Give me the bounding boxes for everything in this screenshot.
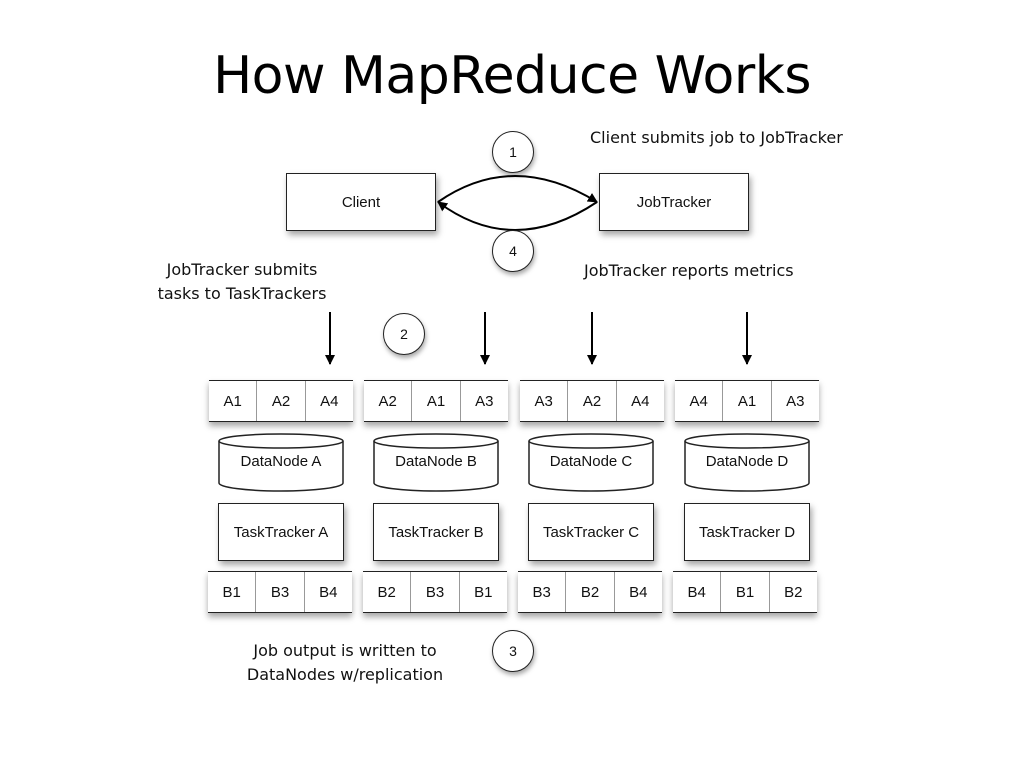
input-blocks-c: A3 A2 A4 bbox=[520, 380, 664, 422]
jobtracker-label: JobTracker bbox=[636, 193, 712, 211]
tasktracker-label: TaskTracker C bbox=[542, 523, 640, 541]
tasktracker-label: TaskTracker A bbox=[233, 523, 329, 541]
database-icon bbox=[373, 433, 499, 492]
input-block: A3 bbox=[520, 381, 569, 421]
input-blocks-a: A1 A2 A4 bbox=[209, 380, 353, 422]
step-1-badge: 1 bbox=[492, 131, 534, 173]
client-label: Client bbox=[341, 193, 381, 211]
input-blocks-d: A4 A1 A3 bbox=[675, 380, 819, 422]
input-block: A4 bbox=[631, 392, 650, 410]
step-3-label: 3 bbox=[509, 643, 517, 659]
report-metrics-arrow bbox=[437, 201, 598, 231]
datanode-label: DataNode C bbox=[549, 453, 633, 470]
output-blocks-c: B3 B2 B4 bbox=[518, 571, 662, 613]
output-block: B3 bbox=[256, 572, 305, 612]
output-block: B2 bbox=[363, 572, 412, 612]
input-block: A2 bbox=[568, 381, 617, 421]
step2-caption-line2: tasks to TaskTrackers bbox=[157, 284, 327, 303]
client-node: Client bbox=[286, 173, 436, 231]
output-blocks-a: B1 B3 B4 bbox=[208, 571, 352, 613]
datanode-b: DataNode B bbox=[373, 433, 499, 493]
database-icon bbox=[684, 433, 810, 492]
output-block: B4 bbox=[673, 572, 722, 612]
tasktracker-a: TaskTracker A bbox=[218, 503, 344, 561]
datanode-a: DataNode A bbox=[218, 433, 344, 493]
output-block: B3 bbox=[411, 572, 460, 612]
tasktracker-label: TaskTracker B bbox=[388, 523, 484, 541]
output-block: B3 bbox=[518, 572, 567, 612]
tasktracker-d: TaskTracker D bbox=[684, 503, 810, 561]
step-2-label: 2 bbox=[400, 326, 408, 342]
output-block: B2 bbox=[566, 572, 615, 612]
tasktracker-c: TaskTracker C bbox=[528, 503, 654, 561]
database-icon bbox=[528, 433, 654, 492]
input-block: A2 bbox=[257, 381, 306, 421]
output-block: B1 bbox=[474, 583, 493, 601]
input-block: A3 bbox=[475, 392, 494, 410]
output-block: B2 bbox=[784, 583, 803, 601]
datanode-label: DataNode A bbox=[240, 453, 322, 470]
input-block: A3 bbox=[786, 392, 805, 410]
output-blocks-b: B2 B3 B1 bbox=[363, 571, 507, 613]
input-block: A4 bbox=[320, 392, 339, 410]
input-block: A1 bbox=[723, 381, 772, 421]
output-block: B1 bbox=[721, 572, 770, 612]
database-icon bbox=[218, 433, 344, 492]
step-2-badge: 2 bbox=[383, 313, 425, 355]
output-block: B1 bbox=[208, 572, 257, 612]
tasktracker-b: TaskTracker B bbox=[373, 503, 499, 561]
output-block: B4 bbox=[629, 583, 648, 601]
step-4-badge: 4 bbox=[492, 230, 534, 272]
input-block: A4 bbox=[675, 381, 724, 421]
step2-caption: JobTracker submits tasks to TaskTrackers bbox=[142, 258, 342, 306]
output-block: B4 bbox=[319, 583, 338, 601]
step2-caption-line1: JobTracker submits bbox=[166, 260, 318, 279]
step-3-badge: 3 bbox=[492, 630, 534, 672]
jobtracker-node: JobTracker bbox=[599, 173, 749, 231]
datanode-d: DataNode D bbox=[684, 433, 810, 493]
step4-caption: JobTracker reports metrics bbox=[584, 261, 794, 280]
tasktracker-label: TaskTracker D bbox=[698, 523, 796, 541]
page-title: How MapReduce Works bbox=[213, 46, 811, 106]
step1-caption: Client submits job to JobTracker bbox=[590, 128, 843, 147]
submit-job-arrow bbox=[437, 175, 598, 203]
input-block: A2 bbox=[364, 381, 413, 421]
input-block: A1 bbox=[412, 381, 461, 421]
step-1-label: 1 bbox=[509, 144, 517, 160]
step3-caption-line2: DataNodes w/replication bbox=[246, 665, 444, 684]
input-block: A1 bbox=[209, 381, 258, 421]
input-blocks-b: A2 A1 A3 bbox=[364, 380, 508, 422]
step-4-label: 4 bbox=[509, 243, 517, 259]
datanode-label: DataNode B bbox=[395, 453, 477, 470]
output-blocks-d: B4 B1 B2 bbox=[673, 571, 817, 613]
step3-caption: Job output is written to DataNodes w/rep… bbox=[230, 639, 460, 687]
step3-caption-line1: Job output is written to bbox=[253, 641, 437, 660]
datanode-label: DataNode D bbox=[705, 453, 789, 470]
datanode-c: DataNode C bbox=[528, 433, 654, 493]
